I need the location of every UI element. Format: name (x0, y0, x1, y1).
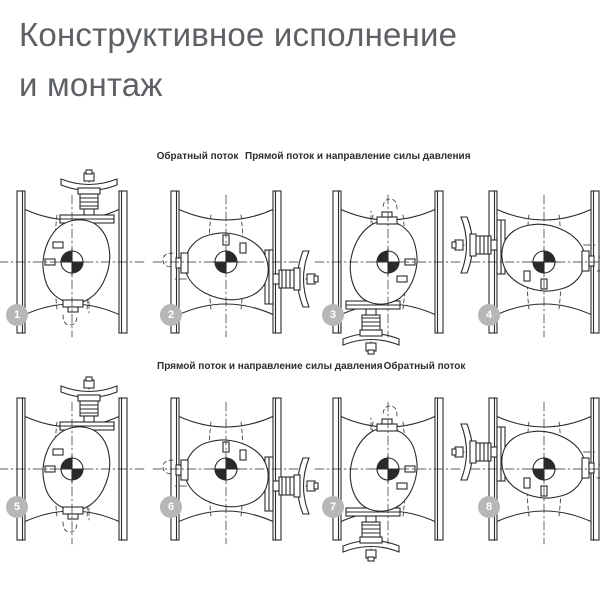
body-lug-upper (523, 477, 531, 489)
valve-assembly (451, 423, 600, 499)
diagram-number-badge: 1 (6, 304, 28, 326)
bottom-boss (376, 418, 398, 432)
body-lug-upper (396, 482, 408, 490)
centerlines (0, 194, 146, 338)
hidden-detail (382, 405, 398, 417)
handwheel-icon (60, 169, 118, 192)
pipe-hidden-lines (208, 214, 244, 310)
centerlines (152, 401, 300, 545)
handwheel-icon (60, 376, 118, 399)
valve-diagram-cell-5: 5 (0, 374, 147, 549)
body-lug-upper (239, 242, 247, 254)
valve-diagram-drawing (152, 190, 319, 338)
handwheel-icon (342, 539, 400, 562)
pipe-hidden-lines (526, 214, 562, 310)
body-lug-upper (239, 449, 247, 461)
valve-stem (359, 308, 383, 337)
row2-reverse-flow-label: Обратный поток (383, 361, 466, 372)
valve-diagram-drawing (314, 397, 462, 562)
pipe-hidden-lines (526, 421, 562, 517)
handwheel-icon (451, 423, 474, 481)
valve-assembly (42, 169, 118, 326)
valve-diagram-drawing (0, 376, 146, 545)
bottom-boss (376, 211, 398, 225)
valve-assembly (42, 376, 118, 533)
diagram-number-badge: 2 (160, 304, 182, 326)
hidden-detail (382, 198, 398, 210)
valve-diagram-cell-4: 4 (451, 167, 600, 342)
valve-stem (272, 267, 301, 291)
bottom-boss (175, 252, 189, 274)
page-title: Конструктивное исполнение и монтаж (19, 10, 579, 110)
valve-diagram-cell-1: 1 (0, 167, 147, 342)
valve-assembly (451, 216, 600, 292)
handwheel-icon (296, 457, 319, 515)
valve-diagram-cell-8: 8 (451, 374, 600, 549)
valve-stem (272, 474, 301, 498)
valve-stem (469, 233, 498, 257)
centerlines (470, 194, 600, 338)
hidden-detail (62, 314, 78, 326)
page-title-line1: Конструктивное исполнение (19, 16, 458, 53)
row2-direct-flow-label: Прямой поток и направление силы давления (157, 361, 383, 372)
valve-assembly (162, 232, 319, 308)
diagram-number-badge: 3 (322, 304, 344, 326)
bottom-boss (581, 250, 595, 272)
valve-assembly (162, 439, 319, 515)
diagram-number-badge: 5 (6, 496, 28, 518)
hidden-detail (162, 252, 174, 268)
handwheel-icon (342, 332, 400, 355)
hidden-detail (62, 521, 78, 533)
valve-diagram-cell-2: 2 (151, 167, 319, 342)
bottom-boss (175, 459, 189, 481)
handwheel-icon (296, 250, 319, 308)
valve-diagram-drawing (0, 169, 146, 338)
body-lug-upper (523, 270, 531, 282)
diagram-number-badge: 6 (160, 496, 182, 518)
valve-stem (77, 187, 101, 216)
diagram-number-badge: 4 (478, 304, 500, 326)
centerlines (152, 194, 300, 338)
valve-diagram-cell-3: 3 (313, 167, 463, 355)
valve-diagram-drawing (451, 190, 600, 338)
row1-direct-flow-label: Прямой поток и направление силы давления (245, 151, 471, 162)
centerlines (314, 401, 462, 545)
hidden-detail (162, 459, 174, 475)
valve-assembly (342, 198, 418, 355)
row1-reverse-flow-label: Обратный поток (156, 151, 239, 162)
valve-diagram-drawing (152, 397, 319, 545)
centerlines (0, 401, 146, 545)
valve-diagram-drawing (451, 397, 600, 545)
centerlines (314, 194, 462, 338)
body-lug-upper (52, 241, 64, 249)
valve-stem (469, 440, 498, 464)
page-title-line2: и монтаж (19, 66, 163, 104)
bottom-boss (581, 457, 595, 479)
pipe-hidden-lines (208, 421, 244, 517)
valve-stem (359, 515, 383, 544)
body-lug-upper (52, 448, 64, 456)
centerlines (470, 401, 600, 545)
handwheel-icon (451, 216, 474, 274)
valve-stem (77, 394, 101, 423)
body-lug-upper (396, 275, 408, 283)
valve-diagram-cell-7: 7 (313, 374, 463, 562)
diagram-number-badge: 7 (322, 496, 344, 518)
valve-assembly (342, 405, 418, 562)
valve-diagram-cell-6: 6 (151, 374, 319, 549)
valve-diagram-drawing (314, 190, 462, 355)
bottom-boss (62, 506, 84, 520)
diagram-number-badge: 8 (478, 496, 500, 518)
bottom-boss (62, 299, 84, 313)
